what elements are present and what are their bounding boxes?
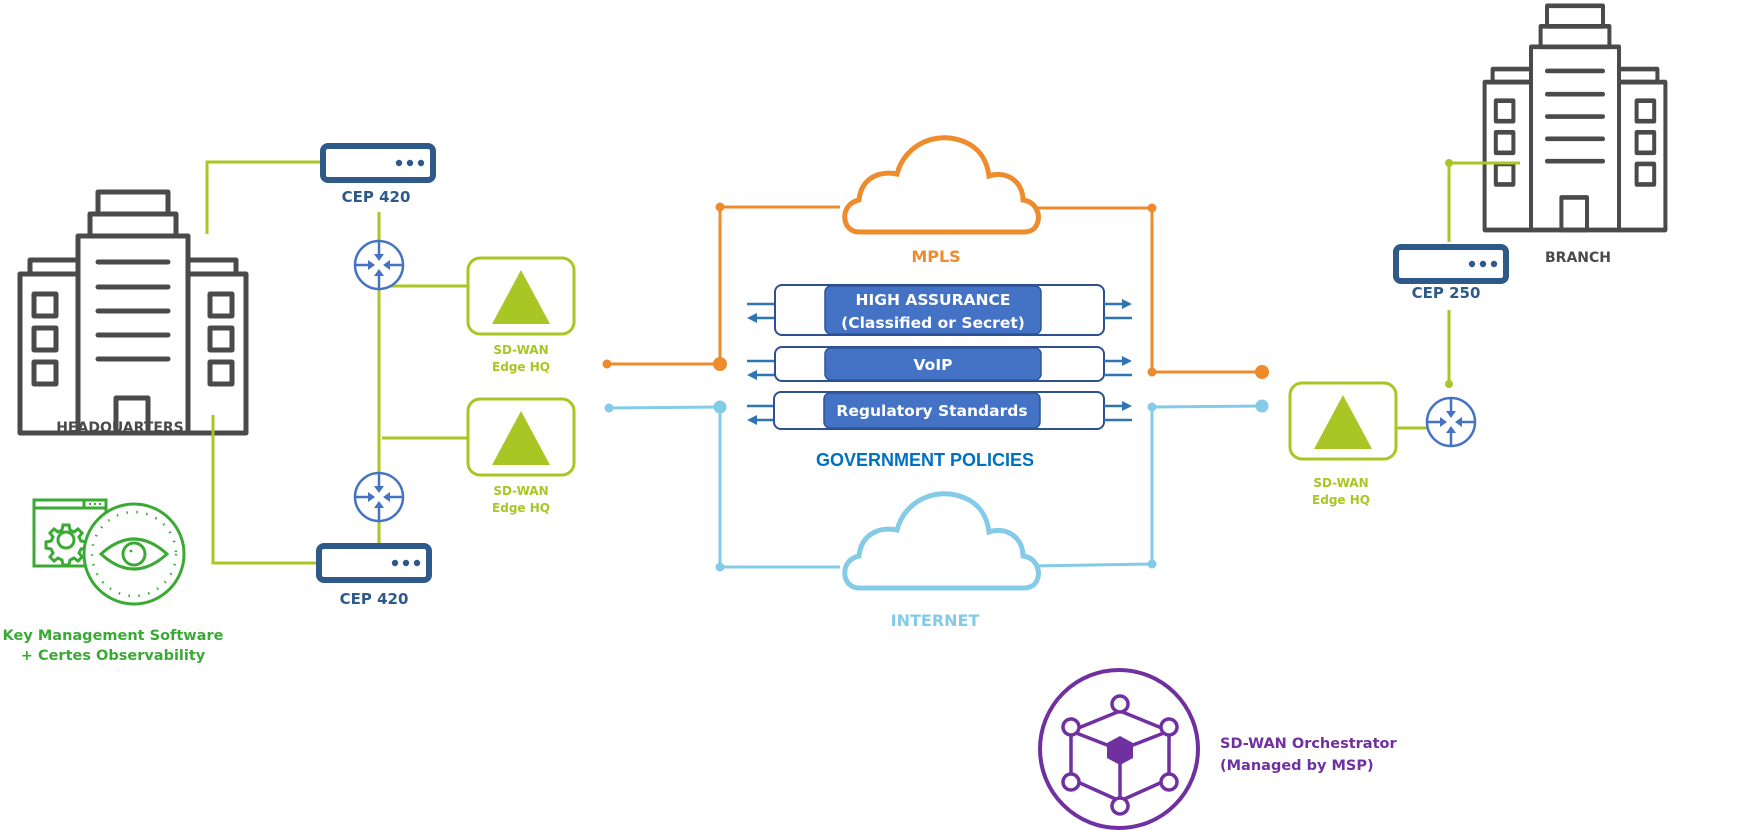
cep-250-label: CEP 250 (1412, 284, 1481, 302)
orchestrator-label-line2: (Managed by MSP) (1220, 758, 1374, 774)
mpls-label: MPLS (911, 247, 960, 266)
internet-link (604, 399, 1269, 572)
branch-sdwan-edge-label-line1: SD-WAN (1313, 476, 1368, 490)
orchestrator-label-line1: SD-WAN Orchestrator (1220, 736, 1397, 752)
sdwan-edge-bottom-label-line2: Edge HQ (492, 501, 550, 515)
key-management-observability-icon[interactable] (32, 498, 186, 606)
policy-voip[interactable]: VoIP (745, 346, 1134, 382)
branch-building-icon (1485, 6, 1666, 230)
policy-high-assurance[interactable]: HIGH ASSURANCE (Classified or Secret) (745, 284, 1134, 336)
key-management-label-line1: Key Management Software (3, 628, 224, 644)
internet-cloud-icon[interactable] (845, 494, 1039, 588)
cep-250-appliance-icon[interactable] (1396, 244, 1506, 281)
policy-voip-label: VoIP (914, 356, 953, 374)
branch-links (1395, 159, 1520, 430)
government-policies-title: GOVERNMENT POLICIES (816, 450, 1034, 470)
policy-regulatory-standards[interactable]: Regulatory Standards (745, 391, 1134, 430)
branch-sdwan-edge-icon[interactable] (1288, 381, 1398, 461)
branch-router-icon[interactable] (1425, 396, 1477, 448)
headquarters-building-icon (20, 192, 246, 433)
branch-sdwan-edge-label-line2: Edge HQ (1312, 493, 1370, 507)
mpls-link (602, 202, 1269, 379)
sdwan-orchestrator-icon[interactable] (1038, 668, 1200, 830)
policy-high-assurance-line2: (Classified or Secret) (841, 314, 1025, 332)
mpls-cloud-icon[interactable] (845, 138, 1039, 232)
branch-label: BRANCH (1545, 250, 1611, 266)
router-top-icon[interactable] (353, 239, 405, 291)
policy-high-assurance-line1: HIGH ASSURANCE (856, 291, 1011, 309)
cep-420-top-label: CEP 420 (342, 188, 411, 206)
internet-label: INTERNET (891, 611, 980, 630)
cep-420-bottom-label: CEP 420 (340, 590, 409, 608)
sdwan-edge-bottom-label-line1: SD-WAN (493, 484, 548, 498)
sdwan-edge-top-icon[interactable] (466, 256, 576, 336)
key-management-label-line2: + Certes Observability (21, 648, 206, 664)
sdwan-edge-bottom-icon[interactable] (466, 397, 576, 477)
router-chain-link (377, 212, 468, 547)
headquarters-label: HEADQUARTERS (56, 420, 184, 436)
policy-regulatory-label: Regulatory Standards (836, 402, 1027, 420)
router-bottom-icon[interactable] (353, 471, 405, 523)
cep-420-bottom-appliance-icon[interactable] (319, 543, 429, 580)
cep-420-top-appliance-icon[interactable] (323, 143, 433, 180)
hq-to-cep-top-link (205, 160, 323, 234)
hq-to-cep-bottom-link (211, 415, 319, 565)
sdwan-edge-top-label-line1: SD-WAN (493, 343, 548, 357)
sdwan-edge-top-label-line2: Edge HQ (492, 360, 550, 374)
